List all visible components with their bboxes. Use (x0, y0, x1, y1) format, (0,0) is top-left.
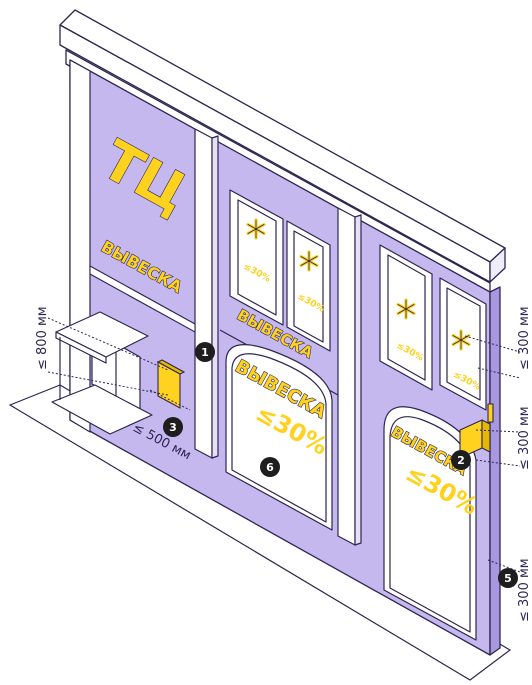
marker-label: 3 (169, 421, 177, 434)
marker-label: 6 (266, 461, 274, 474)
dimension-canopy-height: ≤ 800 мм (35, 306, 50, 370)
marker-label: 5 (504, 572, 512, 585)
dimension-right-top: ≤ 300 мм (517, 306, 532, 370)
marker-2: 2 (451, 450, 471, 470)
marker-label: 1 (201, 346, 209, 359)
dimension-right-bottom: ≤ 300 мм (517, 558, 532, 622)
dimension-right-middle: ≤ 300 мм (517, 406, 532, 470)
marker-6: 6 (260, 457, 280, 477)
marker-label: 2 (457, 454, 465, 467)
marker-3: 3 (163, 417, 183, 437)
marker-1: 1 (195, 342, 215, 362)
marker-5: 5 (498, 568, 518, 588)
